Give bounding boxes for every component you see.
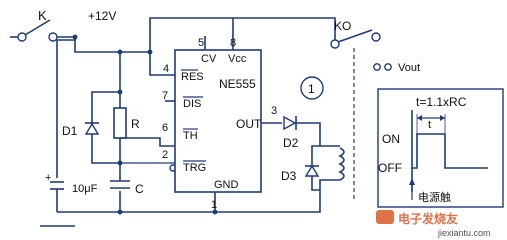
capacitor-c: [110, 180, 130, 189]
diode-d2-label: D2: [283, 136, 299, 150]
pin5-number: 5: [198, 37, 204, 49]
pin6-number: 6: [162, 122, 168, 134]
timing-off-label: OFF: [378, 161, 402, 175]
pin3-number: 3: [271, 105, 277, 117]
vout-label: Vout: [398, 62, 420, 74]
diode-d3: [304, 145, 320, 191]
vout-terminals: [373, 63, 392, 71]
pin1-number: 1: [211, 199, 217, 211]
switch-k: [17, 19, 58, 42]
pin4-res-label: RES: [181, 71, 204, 83]
diode-d1-label: D1: [62, 124, 78, 138]
timing-t-label: t: [428, 119, 431, 131]
capacitor-10uf-label: 10μF: [72, 183, 98, 195]
switch-ko: [330, 29, 381, 49]
watermark-logo: 电子发烧友 jiexiantu.com: [376, 210, 491, 238]
relay-coil: [319, 145, 345, 190]
pin5-cv-label: CV: [201, 53, 217, 65]
diode-d3-label: D3: [281, 169, 297, 183]
diode-d1: [84, 122, 100, 135]
pin7-number: 7: [162, 90, 168, 102]
pin1-gnd-label: GND: [214, 179, 239, 191]
pin8-vcc-label: Vcc: [228, 53, 247, 65]
pin2-trg-label: TRG: [183, 162, 206, 174]
pin3-out-label: OUT: [236, 117, 262, 131]
diode-d2: [283, 115, 297, 131]
pin6-th-label: TH: [183, 130, 198, 142]
resistor-r-label: R: [131, 117, 140, 131]
resistor-r: [113, 107, 127, 139]
switch-ko-label: KO: [334, 19, 351, 33]
timing-trigger-label: 电源触: [418, 190, 451, 204]
supply-12v-label: +12V: [88, 9, 116, 23]
pin8-number: 8: [230, 37, 236, 49]
switch-k-label: K: [38, 8, 47, 23]
capacitor-10uf: +: [45, 172, 64, 190]
timing-formula: t=1.1xRC: [416, 95, 467, 109]
capacitor-c-label: C: [135, 182, 144, 196]
circle-marker: [300, 76, 324, 100]
pin7-dis-label: DIS: [183, 98, 201, 110]
svg-text:+: +: [45, 172, 51, 184]
ic-ne555: [174, 49, 262, 193]
watermark-url: jiexiantu.com: [437, 228, 491, 238]
timing-waveform: [412, 133, 488, 169]
circle-marker-number: 1: [308, 82, 315, 96]
timing-diagram-box: [377, 88, 504, 208]
watermark-text: 电子发烧友: [398, 211, 458, 226]
ic-name-label: NE555: [219, 77, 256, 91]
pin2-number: 2: [162, 149, 168, 161]
pin4-number: 4: [163, 63, 169, 75]
timing-on-label: ON: [382, 132, 400, 146]
